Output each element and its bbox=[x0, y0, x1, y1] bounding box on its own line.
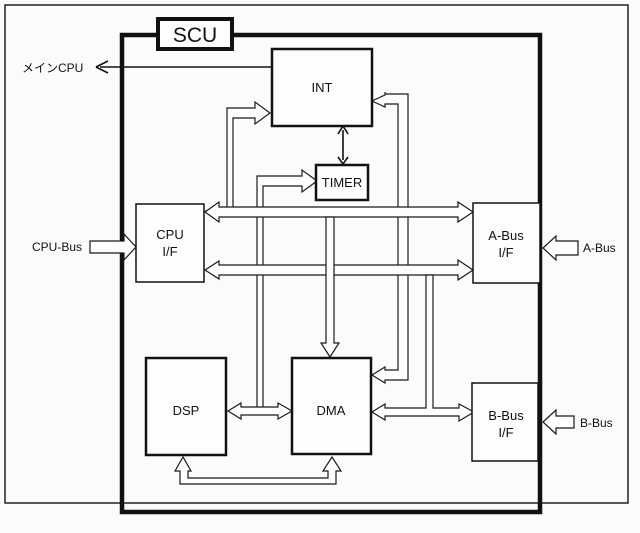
cpu-bus-arrow bbox=[89, 232, 137, 262]
cpu-if-label-2: I/F bbox=[162, 244, 177, 259]
bbus-if-label-2: I/F bbox=[498, 425, 513, 440]
abus-if-label-2: I/F bbox=[498, 245, 513, 260]
b-bus-arrow bbox=[542, 408, 575, 436]
abus-if-block: A-Bus I/F bbox=[472, 202, 541, 284]
scu-title-box bbox=[156, 17, 234, 51]
bus-dma-bbus bbox=[370, 274, 476, 423]
dsp-block: DSP bbox=[144, 356, 228, 457]
bus-to-timer bbox=[256, 168, 319, 413]
int-block: INT bbox=[270, 47, 374, 128]
b-bus-label: B-Bus bbox=[580, 416, 613, 430]
cpu-if-label-1: CPU bbox=[156, 227, 183, 242]
bus-int-to-dma bbox=[370, 92, 409, 385]
main-cpu-arrowhead-icon bbox=[95, 60, 109, 74]
timer-block: TIMER bbox=[314, 163, 370, 202]
dma-label: DMA bbox=[317, 403, 346, 418]
bus-to-dma-top bbox=[319, 216, 341, 359]
dsp-label: DSP bbox=[173, 403, 200, 418]
timer-label: TIMER bbox=[322, 175, 362, 190]
scu-title: SCU bbox=[173, 24, 217, 47]
a-bus-arrow bbox=[542, 234, 579, 262]
main-cpu-label: メインCPU bbox=[22, 61, 83, 75]
bus-dsp-dma-bottom bbox=[173, 455, 343, 485]
abus-if-label-1: A-Bus bbox=[488, 228, 524, 243]
bus-cpuif-to-int bbox=[226, 100, 272, 211]
outer-frame bbox=[4, 4, 629, 504]
bus-cpuif-abus-upper bbox=[203, 200, 475, 224]
int-label: INT bbox=[312, 80, 333, 95]
dma-block: DMA bbox=[290, 356, 373, 456]
bbus-if-label-1: B-Bus bbox=[488, 408, 524, 423]
cpu-bus-label: CPU-Bus bbox=[32, 240, 82, 254]
cpu-if-block: CPU I/F bbox=[135, 203, 205, 283]
scu-boundary bbox=[119, 32, 543, 515]
a-bus-label: A-Bus bbox=[583, 241, 616, 255]
bbus-if-block: B-Bus I/F bbox=[471, 382, 539, 462]
